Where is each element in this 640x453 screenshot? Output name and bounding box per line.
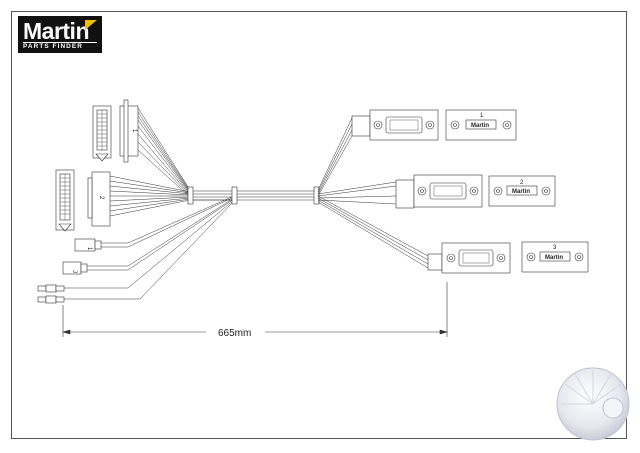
label-block-1: 1 [131,129,137,133]
idc-connector-top-left [92,99,139,163]
watermark-disc-icon [556,367,630,441]
spade-terminal-upper [37,284,65,293]
label-plug-upper: 1 [86,247,92,251]
panel-connector-1 [445,109,517,141]
panel-1-number: 1 [480,113,484,119]
panel-2-number: 2 [520,180,524,186]
small-plug-upper [74,238,102,252]
panel-1-label: Martin [471,123,489,129]
label-plug-lower: J [71,270,77,273]
d-sub-connector-3 [427,242,511,274]
idc-connector-mid-left [55,169,111,232]
dimension-label: 665mm [218,328,251,339]
wires-mid-left [109,175,191,217]
martin-parts-finder-logo: Martin PARTS FINDER [18,16,102,53]
cable-tie-1 [187,186,194,205]
spade-terminal-lower [37,295,65,304]
cable-tie-3 [313,186,320,205]
small-plug-lower [62,261,88,275]
logo-divider [23,42,97,43]
wires-top-left [137,107,191,198]
dimension-line [61,282,449,337]
panel-2-label: Martin [512,189,530,195]
drawing-frame [11,11,627,439]
wires-branch-2 [317,181,397,205]
main-cable-bundle [190,190,318,201]
wires-branch-1 [317,117,353,197]
d-sub-connector-1 [351,109,439,141]
panel-connector-2 [488,175,556,207]
logo-subtitle: PARTS FINDER [23,43,83,50]
logo-flag-icon [85,20,97,30]
panel-connector-3 [521,241,589,273]
cable-tie-2 [231,186,238,205]
d-sub-connector-2 [395,174,483,209]
panel-3-number: 3 [553,245,557,251]
panel-3-label: Martin [545,255,563,261]
label-block-2: 2 [98,196,104,200]
wires-branch-3 [317,195,429,269]
logo-brand-text: Martin [23,18,90,44]
